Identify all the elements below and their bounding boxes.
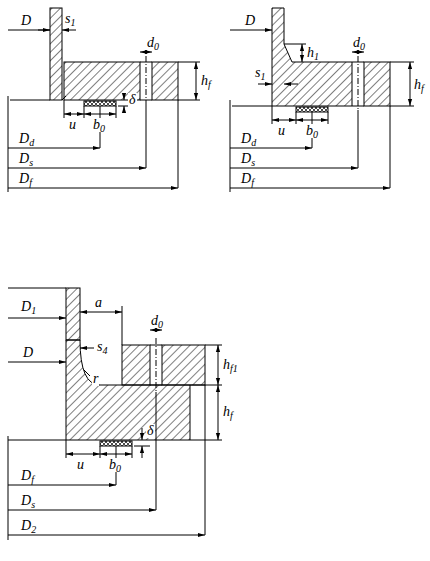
dimension-label: Dd: [240, 132, 257, 146]
dimension-label: D: [20, 14, 32, 28]
dimension-label: s1: [254, 66, 266, 80]
dimension-label: δ: [128, 93, 137, 107]
dimension-label: Ds: [18, 152, 34, 166]
dimension-label: u: [68, 118, 77, 132]
dimension-label: u: [277, 124, 286, 138]
dimension-label: D: [22, 346, 34, 360]
dimension-label: Df: [18, 172, 33, 186]
dimension-label: r: [92, 372, 99, 386]
dimension-label: δ: [146, 424, 155, 438]
dimension-label: Ds: [20, 494, 36, 508]
dimension-label: d0: [150, 314, 164, 328]
dimension-label: Df: [20, 469, 35, 483]
dimension-label: d0: [352, 36, 366, 50]
dimension-label: D2: [20, 519, 37, 533]
dimension-label: a: [94, 296, 103, 310]
dimension-label: hf: [200, 74, 212, 88]
dimension-label: D: [244, 14, 256, 28]
dimension-label: u: [76, 458, 85, 472]
dimension-label: hf: [222, 405, 234, 419]
dimension-label: b0: [92, 118, 106, 132]
dimension-label: hf: [413, 78, 425, 92]
dimension-label: Df: [240, 172, 255, 186]
dimension-label: hf1: [222, 358, 239, 372]
dimension-label: s1: [64, 12, 76, 26]
dimension-label: h1: [306, 46, 320, 60]
dimension-label: D1: [20, 300, 37, 314]
dimension-label: s4: [96, 340, 108, 354]
dimension-label: b0: [108, 458, 122, 472]
dimension-label: d0: [146, 36, 160, 50]
dimension-label: Ds: [240, 152, 256, 166]
dimension-label: b0: [305, 124, 319, 138]
dimension-label: Dd: [18, 132, 35, 146]
